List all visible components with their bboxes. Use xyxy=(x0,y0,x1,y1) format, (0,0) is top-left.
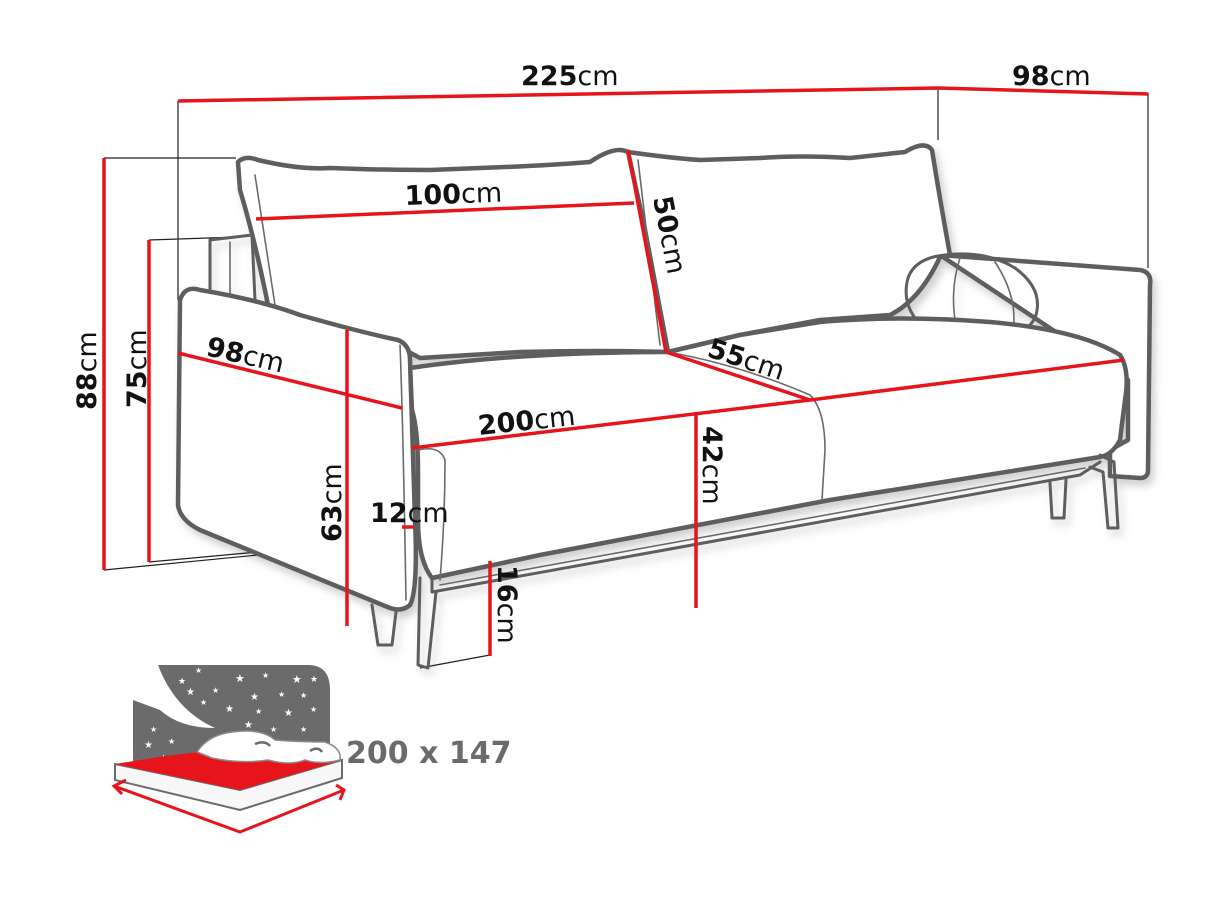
label-total-width: 225cm xyxy=(521,61,619,92)
svg-text:★: ★ xyxy=(255,707,262,716)
svg-text:★: ★ xyxy=(150,725,157,734)
extension-lines xyxy=(103,90,1149,669)
svg-text:★: ★ xyxy=(144,740,153,751)
leg-front-left xyxy=(370,603,398,647)
svg-text:★: ★ xyxy=(186,687,195,698)
bed-with-night-sky-icon: ★★ ★★ ★★ ★★ ★★ ★★ ★★ ★★ ★★ ★★ ★★ ★ xyxy=(111,665,346,834)
svg-text:★: ★ xyxy=(200,698,207,707)
sleeping-area-label: 200 x 147 xyxy=(346,736,511,771)
svg-text:★: ★ xyxy=(235,673,245,685)
dimension-lines xyxy=(102,86,1149,656)
label-armrest-thickness: 12cm xyxy=(370,498,449,529)
svg-text:★: ★ xyxy=(310,705,317,714)
svg-text:★: ★ xyxy=(244,720,253,731)
dim-line-seat-width xyxy=(411,358,1125,450)
leg-front-center xyxy=(416,576,438,670)
stars: ★★ ★★ ★★ ★★ ★★ ★★ ★★ ★★ ★★ ★★ ★★ ★ xyxy=(144,666,318,762)
svg-text:★: ★ xyxy=(270,725,277,734)
dim-line-cushion-width xyxy=(255,201,635,221)
svg-text:★: ★ xyxy=(284,708,293,719)
dim-line-cushion-height xyxy=(626,149,668,353)
svg-text:★: ★ xyxy=(250,692,259,703)
right-armrest xyxy=(937,252,1153,481)
label-cushion-width: 100cm xyxy=(404,178,503,212)
leg-rear-right-2 xyxy=(1088,453,1120,530)
back-cushion-right xyxy=(625,143,953,355)
svg-text:★: ★ xyxy=(225,704,234,715)
label-total-height: 88cm xyxy=(72,331,103,410)
label-seat-height: 42cm xyxy=(696,426,727,505)
sofa-illustration xyxy=(175,143,1153,670)
label-armrest-height: 63cm xyxy=(317,463,348,542)
svg-text:★: ★ xyxy=(262,671,269,680)
svg-text:★: ★ xyxy=(300,725,307,734)
svg-text:★: ★ xyxy=(310,674,318,684)
svg-text:★: ★ xyxy=(300,691,307,700)
svg-text:★: ★ xyxy=(178,676,186,686)
label-cushion-height: 50cm xyxy=(646,193,691,276)
svg-text:★: ★ xyxy=(168,737,175,746)
svg-text:★: ★ xyxy=(212,686,219,695)
svg-text:★: ★ xyxy=(278,690,285,699)
label-seat-width: 200cm xyxy=(476,401,576,442)
label-back-height: 75cm xyxy=(122,329,153,408)
svg-text:★: ★ xyxy=(195,666,202,675)
svg-text:★: ★ xyxy=(292,674,302,686)
dim-line-seat-depth xyxy=(665,350,811,402)
label-total-depth: 98cm xyxy=(1012,61,1091,92)
dim-line-total-width xyxy=(177,86,1149,103)
dim-line-armrest-depth xyxy=(177,351,403,410)
label-leg-height: 16cm xyxy=(491,565,522,644)
leg-rear-right-1 xyxy=(1048,478,1068,520)
